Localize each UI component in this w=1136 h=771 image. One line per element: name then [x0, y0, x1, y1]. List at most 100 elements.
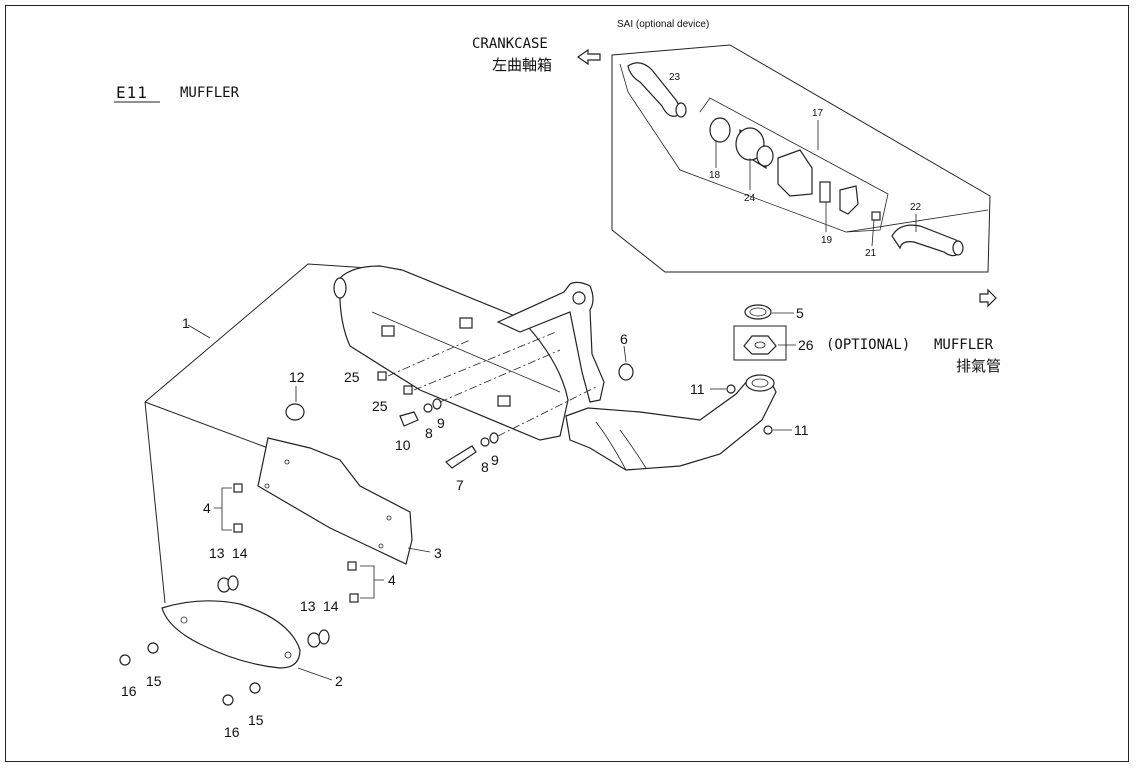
callout-10: 10 [395, 437, 411, 453]
section-code: E11 [116, 83, 148, 102]
nut-11-a [726, 384, 736, 394]
sai-callout-21: 21 [865, 248, 877, 259]
callout-26: 26 [798, 337, 814, 353]
sai-cover [839, 185, 859, 215]
part-1-boundary-left [144, 401, 166, 604]
sai-callout-19: 19 [821, 235, 833, 246]
sai-filter-24-end [756, 145, 774, 167]
hollow-arrow-left-icon [576, 48, 601, 66]
callout-15a: 15 [146, 673, 162, 689]
callout-9a: 9 [437, 415, 445, 431]
exhaust-pipe-weld-2 [619, 429, 647, 469]
heat-shield-3-hole-1 [284, 459, 290, 465]
sai-callout-18: 18 [709, 170, 721, 181]
bolt-4-b [233, 523, 243, 533]
callout-4b: 4 [388, 572, 396, 588]
sai-valve-bracket [699, 97, 889, 233]
heat-shield-clip-1 [381, 325, 395, 337]
muffler-tail-pipe [333, 277, 347, 299]
muffler-label-en: MUFFLER [934, 337, 994, 353]
callout-5: 5 [796, 305, 804, 321]
callout-14a: 14 [232, 545, 248, 561]
callout-7: 7 [456, 477, 464, 493]
heat-shield-3-hole-4 [378, 543, 384, 549]
washer-9-b [489, 432, 499, 444]
sai-callout-17: 17 [812, 108, 824, 119]
leader-2 [297, 667, 333, 681]
mount-bracket [496, 281, 605, 403]
muffler-seam [371, 311, 561, 393]
cover-2-hole-1 [180, 616, 188, 624]
gasket-5-inner [749, 307, 767, 317]
part-1-boundary-mid [144, 401, 269, 449]
bolt-10 [399, 411, 419, 427]
gasket-5 [744, 304, 772, 320]
sai-hose-23-end [675, 102, 687, 118]
sai-callout-24: 24 [744, 193, 756, 204]
collar-14-b [318, 629, 330, 645]
cover-2-hole-2 [284, 651, 292, 659]
callout-2: 2 [335, 673, 343, 689]
optional-box [733, 325, 787, 361]
cover-2 [161, 600, 301, 669]
bolt-4-c [347, 561, 357, 571]
exhaust-flange [745, 374, 775, 392]
sai-hose-22 [891, 224, 962, 257]
callout-4a: 4 [203, 500, 211, 516]
bolt-7 [445, 445, 477, 469]
muffler-label-zh: 排氣管 [956, 357, 1001, 375]
bracket-4a [214, 487, 232, 531]
sai-bolt-21 [871, 211, 881, 221]
gasket-26 [743, 335, 777, 355]
sai-hose-22-end [952, 240, 964, 256]
heat-shield-clip-3 [497, 395, 511, 407]
heat-shield-3 [257, 437, 413, 565]
callout-8a: 8 [425, 425, 433, 441]
callout-16b: 16 [224, 724, 240, 740]
collar-15-a [147, 642, 159, 654]
bolt-4-d [349, 593, 359, 603]
callout-16a: 16 [121, 683, 137, 699]
crankcase-label-en: CRANKCASE [472, 36, 548, 52]
callout-15b: 15 [248, 712, 264, 728]
callout-13a: 13 [209, 545, 225, 561]
sai-title: SAI (optional device) [617, 19, 709, 30]
drawing-frame [5, 5, 1129, 762]
leader-1 [187, 324, 211, 339]
mount-bracket-hole [572, 291, 586, 305]
cap-12 [285, 403, 305, 421]
washer-9-a [432, 398, 442, 410]
leader-6 [623, 345, 627, 363]
gasket-26-hole [754, 341, 766, 349]
sai-callout-23: 23 [669, 72, 681, 83]
exhaust-pipe-weld-1 [595, 421, 627, 471]
heat-shield-3-hole-2 [264, 483, 270, 489]
callout-8b: 8 [481, 459, 489, 475]
callout-25b: 25 [372, 398, 388, 414]
bolt-16-b [222, 694, 234, 706]
leader-3 [407, 547, 431, 553]
callout-1: 1 [182, 315, 190, 331]
heat-shield-3-hole-3 [386, 515, 392, 521]
heat-shield-clip-2 [459, 317, 473, 329]
bolt-16-a [119, 654, 131, 666]
callout-14b: 14 [323, 598, 339, 614]
crankcase-label-zh: 左曲軸箱 [492, 56, 552, 74]
bolt-25-a [377, 371, 387, 381]
sai-callout-22: 22 [910, 202, 922, 213]
sai-hose-23 [627, 62, 681, 117]
nut-11-b [763, 425, 773, 435]
exhaust-pipe [565, 379, 777, 471]
centerline-25b [413, 331, 557, 391]
callout-11a: 11 [690, 381, 705, 397]
sai-reed-19 [819, 181, 831, 203]
hollow-arrow-right-icon [979, 288, 997, 308]
exhaust-flange-bore [751, 378, 769, 388]
centerline-10 [439, 349, 561, 403]
collar-15-b [249, 682, 261, 694]
sai-box-outline [611, 44, 991, 273]
sai-valve-body [777, 149, 813, 197]
callout-3: 3 [434, 545, 442, 561]
centerline-7 [497, 385, 599, 437]
section-title: MUFFLER [180, 85, 240, 101]
